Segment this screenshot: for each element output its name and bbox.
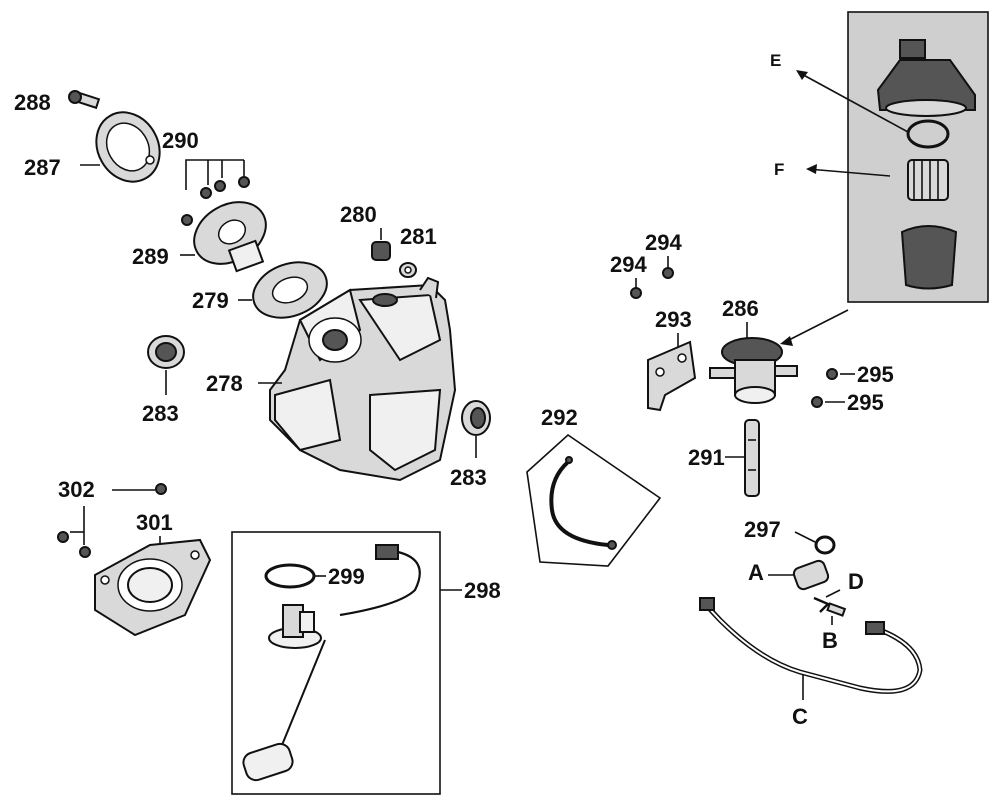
part-D-clip <box>813 596 831 613</box>
inset-filter-element <box>907 159 949 201</box>
label-283-left: 283 <box>142 401 179 426</box>
part-283-grommet-right <box>461 400 491 436</box>
label-295-bottom: 295 <box>847 390 884 415</box>
label-294-top: 294 <box>645 230 682 255</box>
part-294-screw-left <box>630 287 642 299</box>
part-283-grommet-left <box>147 335 185 369</box>
inset-filter-cap <box>876 39 976 117</box>
label-279: 279 <box>192 288 229 313</box>
label-278: 278 <box>206 371 243 396</box>
part-298-fuel-sender <box>242 544 421 782</box>
label-B: B <box>822 628 838 653</box>
box-298 <box>231 531 441 795</box>
label-301: 301 <box>136 510 173 535</box>
label-290: 290 <box>162 128 199 153</box>
label-293: 293 <box>655 307 692 332</box>
label-298: 298 <box>464 578 501 603</box>
label-288: 288 <box>14 90 51 115</box>
part-297-clamp <box>814 535 836 555</box>
label-287: 287 <box>24 155 61 180</box>
inset-o-ring <box>906 119 950 149</box>
label-F: F <box>774 160 784 179</box>
part-295-screw-bottom <box>811 396 823 408</box>
part-281-washer <box>399 262 417 278</box>
label-297: 297 <box>744 517 781 542</box>
part-293-bracket <box>647 340 697 412</box>
part-299-o-ring <box>264 563 316 589</box>
label-302: 302 <box>58 477 95 502</box>
part-278-fuel-tank <box>269 276 457 482</box>
label-281: 281 <box>400 224 437 249</box>
part-280-nut <box>371 241 391 261</box>
part-C-fuel-line <box>699 597 923 694</box>
part-286-fuel-filter <box>709 337 798 404</box>
label-283-right: 283 <box>450 465 487 490</box>
label-280: 280 <box>340 202 377 227</box>
part-287-ring-plate <box>95 111 161 183</box>
part-288-bolt <box>68 89 101 110</box>
label-286: 286 <box>722 296 759 321</box>
part-292-fuel-hose <box>549 456 617 550</box>
label-A: A <box>748 560 764 585</box>
label-292: 292 <box>541 405 578 430</box>
label-294-left: 294 <box>610 252 647 277</box>
label-C: C <box>792 704 808 729</box>
part-B-pin <box>826 602 847 617</box>
label-291: 291 <box>688 445 725 470</box>
part-289-mounting-plate <box>193 201 267 273</box>
part-302-screws <box>57 483 167 558</box>
part-295-screw-top <box>826 368 838 380</box>
inset-filter-bowl <box>900 225 958 290</box>
part-290-screws <box>181 176 250 226</box>
label-295-top: 295 <box>857 362 894 387</box>
part-301-mount-plate <box>94 538 212 637</box>
part-291-hose <box>744 419 760 497</box>
part-A-fitting <box>792 559 830 591</box>
label-E: E <box>770 51 781 70</box>
label-D: D <box>848 569 864 594</box>
box-292 <box>526 433 662 567</box>
label-289: 289 <box>132 244 169 269</box>
part-279-gasket <box>252 261 328 319</box>
part-294-screw-top <box>662 267 674 279</box>
label-299: 299 <box>328 564 365 589</box>
